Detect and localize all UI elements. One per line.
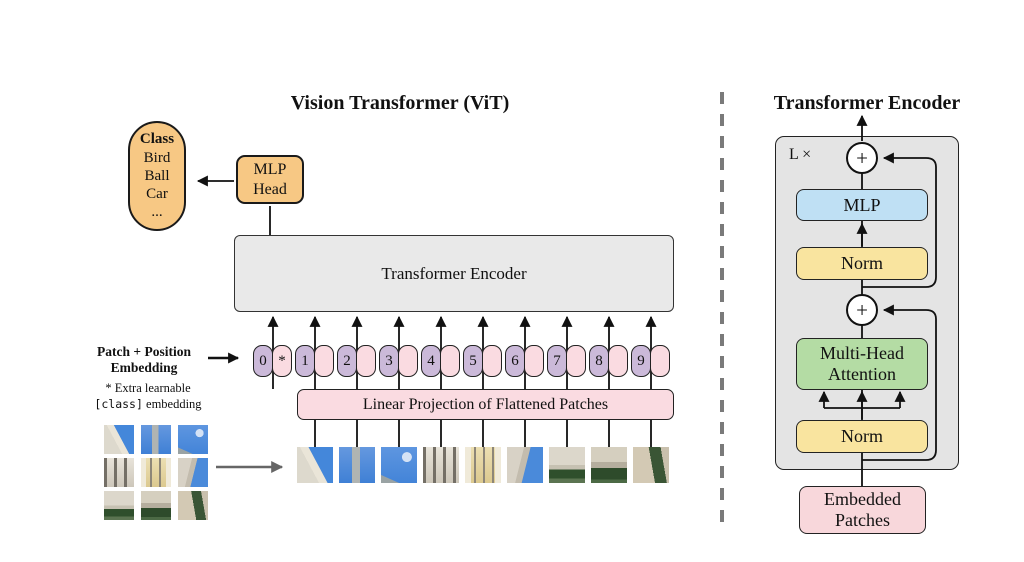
class-item: Bird	[143, 149, 171, 166]
patch-embedding-slot	[608, 345, 628, 377]
flattened-patch-7	[549, 447, 585, 483]
class-output-box: Class Bird Ball Car ...	[128, 121, 186, 231]
patch-embedding-slot	[356, 345, 376, 377]
image-grid-patch-4	[104, 458, 134, 487]
note-line2: embedding	[142, 396, 202, 411]
linear-projection-box: Linear Projection of Flattened Patches	[297, 389, 674, 420]
position-token-0: 0	[253, 345, 273, 377]
patch-position-embedding-label: Patch + Position Embedding	[97, 344, 191, 375]
patch-embedding-slot	[566, 345, 586, 377]
position-token-2: 2	[337, 345, 357, 377]
class-item: Car	[146, 186, 168, 203]
patch-embedding-slot	[314, 345, 334, 377]
layers-repeat-label: L ×	[789, 146, 812, 163]
note-line1: * Extra learnable	[105, 381, 191, 395]
class-item: ...	[151, 204, 163, 221]
transformer-encoder-box: Transformer Encoder	[234, 235, 674, 312]
flattened-patch-5	[465, 447, 501, 483]
image-grid-patch-9	[178, 491, 208, 520]
class-token-embedding: *	[272, 345, 292, 377]
image-grid-patch-2	[141, 425, 171, 454]
position-token-4: 4	[421, 345, 441, 377]
position-token-6: 6	[505, 345, 525, 377]
residual-add-top: +	[846, 142, 878, 174]
mlp-residual-loop	[862, 152, 937, 288]
mlp-box: MLP	[796, 189, 928, 221]
image-grid-patch-7	[104, 491, 134, 520]
residual-add-bottom: +	[846, 294, 878, 326]
patch-embedding-slot	[482, 345, 502, 377]
flattened-patch-4	[423, 447, 459, 483]
patch-embedding-slot	[398, 345, 418, 377]
image-grid-patch-6	[178, 458, 208, 487]
norm-box-bottom: Norm	[796, 420, 928, 453]
norm-box-top: Norm	[796, 247, 928, 280]
multi-head-attention-box: Multi-Head Attention	[796, 338, 928, 390]
flattened-patch-3	[381, 447, 417, 483]
patch-embedding-slot	[524, 345, 544, 377]
image-grid-patch-3	[178, 425, 208, 454]
flattened-patch-8	[591, 447, 627, 483]
class-token-code: [class]	[94, 396, 143, 411]
image-grid-patch-1	[104, 425, 134, 454]
position-token-5: 5	[463, 345, 483, 377]
encoder-detail-title: Transformer Encoder	[773, 92, 961, 114]
flattened-patch-6	[507, 447, 543, 483]
flattened-patch-2	[339, 447, 375, 483]
flattened-patch-1	[297, 447, 333, 483]
position-token-8: 8	[589, 345, 609, 377]
class-item: Ball	[144, 167, 170, 184]
image-grid-patch-5	[141, 458, 171, 487]
mlp-head-box: MLP Head	[236, 155, 304, 204]
flattened-patch-9	[633, 447, 669, 483]
embedded-patches-box: Embedded Patches	[799, 486, 926, 534]
qkv-arrows	[818, 390, 906, 419]
extra-learnable-note: * Extra learnable [class] embedding	[78, 381, 218, 412]
attention-residual-loop	[862, 304, 937, 461]
position-token-7: 7	[547, 345, 567, 377]
position-token-3: 3	[379, 345, 399, 377]
patch-embedding-slot	[650, 345, 670, 377]
patch-to-projection-lines	[314, 420, 652, 447]
vit-title: Vision Transformer (ViT)	[290, 92, 510, 114]
patch-embedding-slot	[440, 345, 460, 377]
class-header: Class	[139, 131, 175, 148]
position-token-9: 9	[631, 345, 651, 377]
position-token-1: 1	[295, 345, 315, 377]
image-grid-patch-8	[141, 491, 171, 520]
